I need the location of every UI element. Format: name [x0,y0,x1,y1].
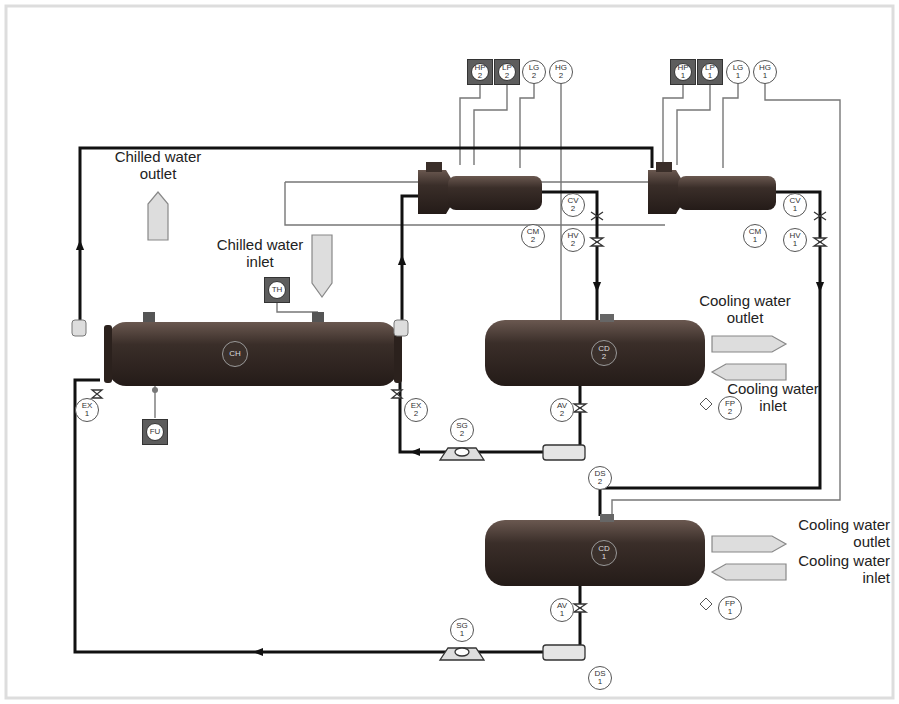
callout-number: LP 1 [703,64,717,80]
callout-number: HV 1 [788,232,802,248]
callout-circle: FP 2 [718,396,742,420]
water-label: Cooling water outlet [690,292,800,326]
callout-circle: CD 1 [591,540,617,566]
callout-number: LG 1 [731,64,745,80]
condenser [485,314,712,610]
callout-circle: CV 1 [783,193,807,217]
callout-circle: AV 2 [550,398,574,422]
refrigerant-piping [75,148,820,652]
callout-number: AV 2 [555,402,569,418]
callout-number: SG 1 [455,622,469,638]
callout-number: AV 1 [555,602,569,618]
callout-circle: EX 1 [75,398,99,422]
callout-number: HG 1 [758,64,772,80]
frame [6,6,893,698]
callout-number: FP 2 [723,400,737,416]
water-label: Cooling water inlet [788,552,890,586]
callout-circle: SG 1 [450,618,474,642]
callout-circle: AV 1 [550,598,574,622]
callout-number: CM 1 [748,228,762,244]
callout-circle: LG 1 [726,60,750,84]
callout-circle: HG 2 [549,60,573,84]
callout-number: DS 2 [593,470,607,486]
instrument-box: HP 1 [670,59,696,85]
instrument-box: FU [142,419,168,445]
water-label: Chilled water outlet [103,148,213,182]
callout-circle: CV 2 [561,193,585,217]
callout-circle: DS 2 [588,466,612,490]
callout-number: CD 1 [597,545,611,561]
callout-circle: SG 2 [450,418,474,442]
callout-number: DS 1 [593,670,607,686]
callout-number: CM 2 [526,228,540,244]
instrument-box: LP 2 [494,59,520,85]
water-label: Chilled water inlet [205,236,315,270]
callout-circle: HV 2 [561,228,585,252]
callout-circle: CM 2 [521,224,545,248]
callout-circle: HG 1 [753,60,777,84]
instrument-box: LP 1 [697,59,723,85]
callout-number: HP 2 [473,64,487,80]
callout-number: FU [148,428,162,436]
callout-number: TH [270,286,284,294]
callout-number: FP 1 [723,600,737,616]
callout-number: CH [228,350,242,358]
callout-circle: HV 1 [783,228,807,252]
flow-arrows [80,245,820,652]
instrument-box: HP 2 [467,59,493,85]
callout-number: CD 2 [597,345,611,361]
callout-number: EX 2 [409,402,423,418]
callout-number: HP 1 [676,64,690,80]
instrument-box: TH [264,277,290,303]
callout-number: EX 1 [80,402,94,418]
callout-number: SG 2 [455,422,469,438]
compressor [418,162,776,214]
callout-number: HG 2 [554,64,568,80]
water-label: Cooling water outlet [788,516,890,550]
callout-number: CV 1 [788,197,802,213]
callout-circle: CM 1 [743,224,767,248]
callout-circle: DS 1 [588,666,612,690]
valves [92,212,826,660]
callout-circle: LG 2 [522,60,546,84]
evaporator [72,312,408,393]
callout-circle: CH [222,341,248,367]
water-arrows [148,192,786,580]
callout-number: HV 2 [566,232,580,248]
water-label: Cooling water inlet [718,380,828,414]
callout-number: LG 2 [527,64,541,80]
callout-circle: EX 2 [404,398,428,422]
callout-circle: FP 1 [718,596,742,620]
callout-number: LP 2 [500,64,514,80]
callout-circle: CD 2 [591,340,617,366]
callout-number: CV 2 [566,197,580,213]
